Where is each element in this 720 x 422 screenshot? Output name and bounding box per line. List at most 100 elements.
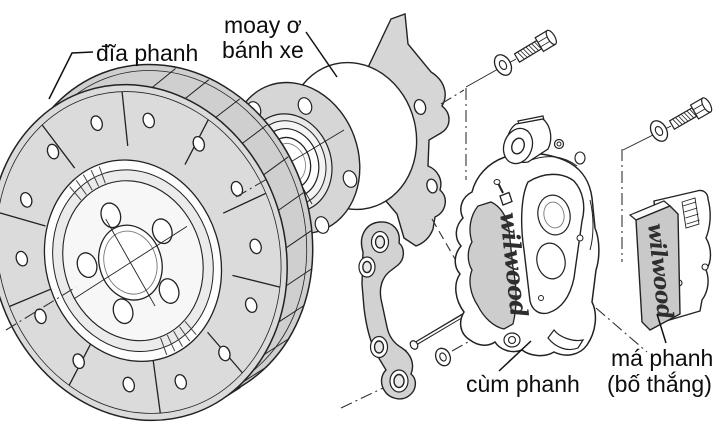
label-pads-line2: (bố thắng)	[607, 371, 712, 397]
label-disc: đĩa phanh	[96, 40, 198, 66]
drilled-hole	[230, 180, 244, 197]
vent-fin	[173, 330, 183, 347]
vent-slot-tick	[264, 338, 290, 355]
bracket-hole	[374, 235, 386, 249]
caliper-inlet-boss	[502, 115, 552, 165]
label-hub-line1: moay ơ	[224, 12, 302, 38]
thread-line	[531, 43, 539, 51]
disc-slot	[121, 91, 129, 146]
drilled-hole	[19, 192, 33, 208]
knuckle-ear-hole	[426, 178, 438, 194]
lug-hole	[158, 278, 180, 304]
vent-fin	[166, 334, 176, 352]
bridge-bolt	[553, 138, 565, 150]
mounting-bolt-upper	[465, 29, 557, 88]
drilled-hole	[174, 373, 188, 390]
flange-hole	[342, 170, 358, 188]
thread-line	[678, 115, 686, 123]
thread-line	[681, 114, 688, 122]
disc-slot	[9, 287, 54, 308]
lug-hole	[76, 252, 98, 278]
drilled-hole	[72, 353, 85, 370]
drilled-hole	[244, 297, 258, 314]
bolt-washer-upper	[493, 54, 513, 76]
lug-hole	[151, 218, 173, 245]
drilled-hole	[218, 345, 231, 362]
vent-slot-tick	[242, 124, 267, 144]
vent-slot-tick	[278, 305, 304, 323]
vent-fin	[160, 337, 168, 355]
lug-hole	[112, 298, 134, 325]
thread-line	[672, 119, 680, 127]
disc-slot	[232, 274, 281, 288]
caliper-lug	[503, 332, 521, 348]
disc-slot	[222, 192, 267, 214]
thread-line	[683, 112, 691, 120]
caliper-piston	[537, 194, 571, 236]
leader-hub	[305, 31, 338, 78]
drilled-hole	[34, 308, 47, 325]
leader-lines	[48, 31, 667, 372]
vent-fin	[90, 169, 100, 187]
vent-slot-tick	[263, 156, 289, 176]
pad-friction-face	[635, 205, 681, 331]
label-pads-line1: má phanh	[611, 345, 713, 371]
thread-line	[517, 52, 525, 60]
mounting-bolt-right	[622, 97, 713, 151]
thread-line	[528, 45, 536, 53]
vent-fin	[69, 186, 82, 201]
small-washer	[434, 347, 452, 367]
bridge-nub	[574, 151, 586, 165]
thread-line	[534, 41, 542, 49]
hatch-line	[685, 213, 699, 219]
thread-line	[523, 48, 531, 56]
leader-caliper	[498, 340, 532, 372]
bracket-hole	[373, 340, 385, 354]
hatch-line	[684, 207, 698, 213]
disc-slot	[152, 358, 161, 414]
caliper-bracket	[358, 221, 417, 400]
disc-slot	[41, 124, 76, 169]
bolt-washer-right	[649, 120, 669, 142]
label-caliper: cùm phanh	[466, 371, 580, 397]
vent-slot-tick	[152, 68, 176, 88]
flange-hole	[314, 216, 330, 234]
vent-fin	[82, 174, 93, 191]
vent-slot-tick	[278, 192, 304, 211]
thread-line	[675, 117, 683, 125]
vent-slot-tick	[242, 366, 268, 383]
caliper-piston	[536, 242, 566, 280]
label-hub-line2: bánh xe	[222, 37, 304, 63]
caliper-logo-panel	[467, 201, 517, 330]
brake-disc	[0, 63, 314, 422]
drilled-hole	[15, 250, 29, 267]
drilled-hole	[46, 143, 60, 160]
vent-slot-tick	[215, 98, 241, 118]
vent-fin	[184, 320, 197, 335]
vent-fin	[98, 166, 106, 184]
leader-pads	[656, 313, 667, 344]
vent-fin	[75, 180, 87, 196]
thread-line	[689, 109, 697, 117]
vent-slot-tick	[184, 79, 210, 99]
bleeder-screw	[493, 179, 513, 206]
brake-caliper: wilwood	[454, 115, 600, 357]
hatch-line	[682, 201, 697, 207]
vent-slot-tick	[286, 268, 312, 287]
thread-line	[520, 50, 528, 58]
drilled-hole	[142, 112, 155, 129]
caliper-foot	[547, 329, 585, 351]
brake-pads: wilwood	[628, 189, 712, 331]
drilled-hole	[90, 115, 103, 132]
bracket-hole	[362, 260, 372, 274]
leader-disc	[48, 51, 94, 100]
thread-line	[686, 110, 694, 118]
lug-hole	[100, 202, 122, 229]
vent-fin	[179, 326, 191, 342]
thread-line	[525, 47, 533, 55]
bracket-hole	[393, 373, 405, 389]
drilled-hole	[122, 376, 136, 393]
hatch-line	[686, 219, 700, 225]
